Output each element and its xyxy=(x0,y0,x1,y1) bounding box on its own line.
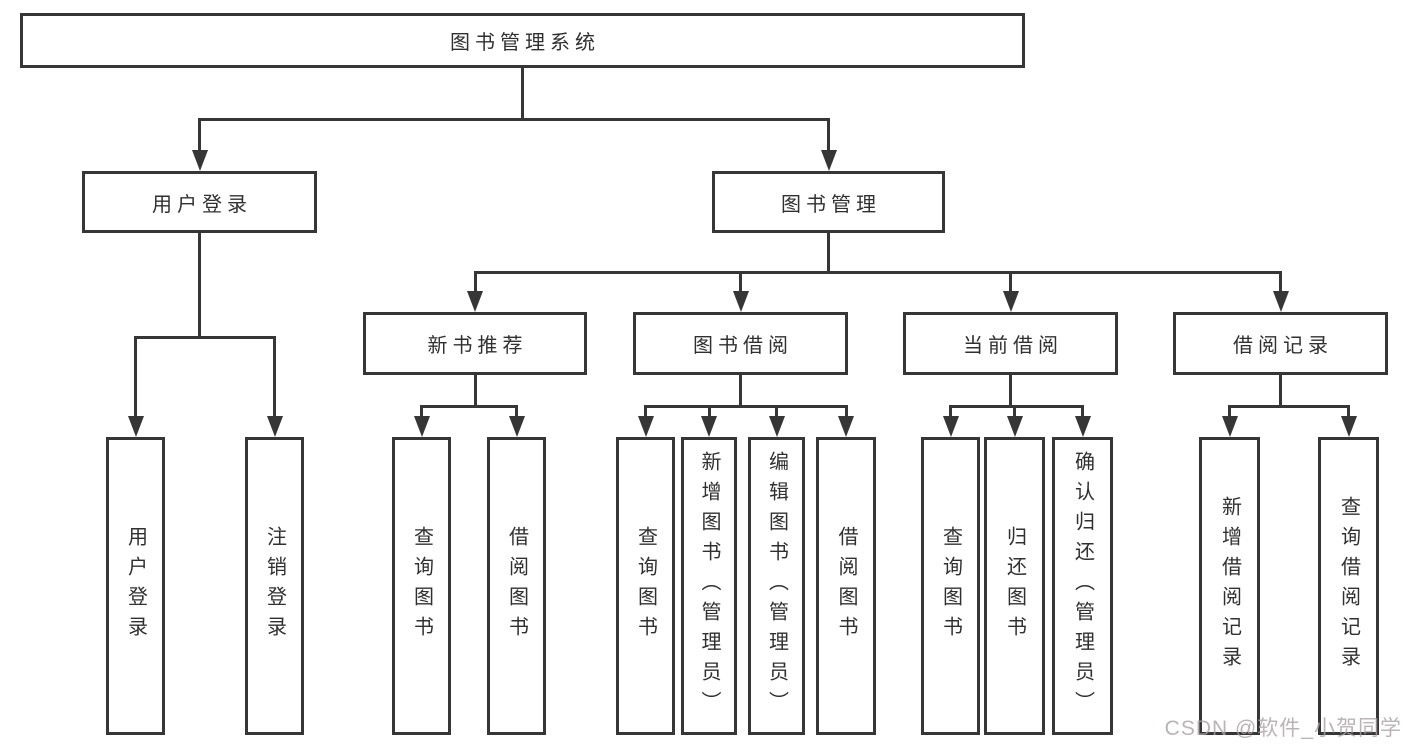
arrow-down-icon xyxy=(127,416,144,437)
node-label-borrow-add: 新增图书（管理员） xyxy=(698,451,720,721)
connector-line xyxy=(473,272,477,294)
node-label-record-query: 查询借阅记录 xyxy=(1337,496,1360,676)
connector-line xyxy=(949,404,1084,408)
arrow-down-icon xyxy=(820,150,837,171)
node-label-newbook: 新书推荐 xyxy=(427,335,528,357)
node-label-root: 图书管理系统 xyxy=(450,32,600,54)
node-box-record-add: 新增借阅记录 xyxy=(1199,437,1260,735)
node-label-current-confirm: 确认归还（管理员） xyxy=(1071,451,1094,721)
node-label-mgmt: 图书管理 xyxy=(781,193,881,216)
arrow-down-icon xyxy=(266,416,283,437)
connector-line xyxy=(1081,406,1084,419)
node-box-borrow-query: 查询图书 xyxy=(616,437,675,735)
node-box-record-query: 查询借阅记录 xyxy=(1318,437,1379,735)
node-label-current-query: 查询图书 xyxy=(939,526,962,646)
arrow-down-icon xyxy=(637,416,654,437)
node-box-root: 图书管理系统 xyxy=(20,13,1025,68)
node-box-current-confirm: 确认归还（管理员） xyxy=(1052,437,1113,735)
node-label-login-user: 用户登录 xyxy=(124,526,147,646)
connector-line xyxy=(644,404,848,408)
node-box-borrow-add: 新增图书（管理员） xyxy=(681,437,737,735)
node-label-borrow-edit: 编辑图书（管理员） xyxy=(765,451,788,721)
connector-line xyxy=(844,406,848,419)
connector-line xyxy=(273,337,276,419)
connector-line xyxy=(775,406,778,419)
node-label-current: 当前借阅 xyxy=(963,335,1063,357)
connector-line xyxy=(134,335,276,339)
node-label-borrow-query: 查询图书 xyxy=(634,526,657,646)
node-label-login-out: 注销登录 xyxy=(263,526,286,646)
node-box-current-return: 归还图书 xyxy=(984,437,1045,735)
arrow-down-icon xyxy=(413,416,430,437)
node-box-borrow: 图书借阅 xyxy=(633,312,848,375)
connector-line xyxy=(1347,406,1350,419)
connector-line xyxy=(1009,272,1012,294)
node-label-current-return: 归还图书 xyxy=(1003,526,1026,646)
connector-line xyxy=(198,233,201,339)
connector-line xyxy=(1013,406,1016,419)
node-label-record-add: 新增借阅记录 xyxy=(1218,496,1241,676)
connector-line xyxy=(473,375,477,408)
arrow-down-icon xyxy=(1221,416,1238,437)
node-box-newbook: 新书推荐 xyxy=(363,312,587,375)
arrow-down-icon xyxy=(1340,416,1357,437)
arrow-down-icon xyxy=(732,291,749,312)
connector-line xyxy=(1228,406,1231,419)
node-box-current-query: 查询图书 xyxy=(921,437,980,735)
node-label-login: 用户登录 xyxy=(152,193,252,216)
connector-line xyxy=(473,270,1282,274)
connector-line xyxy=(1279,375,1282,408)
node-box-newbook-query: 查询图书 xyxy=(392,437,451,735)
arrow-down-icon xyxy=(191,150,208,171)
connector-line xyxy=(827,119,830,153)
node-box-borrow-edit: 编辑图书（管理员） xyxy=(748,437,805,735)
connector-line xyxy=(515,406,518,419)
node-label-borrow: 图书借阅 xyxy=(693,335,793,357)
connector-line xyxy=(1228,404,1350,408)
node-box-current: 当前借阅 xyxy=(903,312,1118,375)
node-box-login: 用户登录 xyxy=(82,171,317,233)
node-label-newbook-borrow: 借阅图书 xyxy=(505,526,528,646)
connector-line xyxy=(949,406,952,419)
node-box-mgmt: 图书管理 xyxy=(712,171,945,233)
connector-line xyxy=(1279,272,1282,294)
node-box-record: 借阅记录 xyxy=(1173,312,1388,375)
arrow-down-icon xyxy=(1002,291,1019,312)
connector-line xyxy=(827,233,830,274)
connector-line xyxy=(644,406,647,419)
arrow-down-icon xyxy=(1074,416,1091,437)
node-label-newbook-query: 查询图书 xyxy=(410,526,433,646)
connector-line xyxy=(198,119,201,153)
arrow-down-icon xyxy=(1272,291,1289,312)
node-label-record: 借阅记录 xyxy=(1233,335,1333,357)
node-box-borrow-borrow: 借阅图书 xyxy=(816,437,876,735)
connector-line xyxy=(134,337,137,419)
arrow-down-icon xyxy=(508,416,525,437)
node-box-newbook-borrow: 借阅图书 xyxy=(487,437,546,735)
arrow-down-icon xyxy=(467,291,483,312)
arrow-down-icon xyxy=(838,416,854,437)
node-label-borrow-borrow: 借阅图书 xyxy=(835,526,857,646)
connector-line xyxy=(739,272,742,294)
arrow-down-icon xyxy=(768,416,785,437)
node-box-login-out: 注销登录 xyxy=(245,437,304,735)
connector-line xyxy=(521,68,524,120)
connector-line xyxy=(198,117,830,121)
arrow-down-icon xyxy=(1006,416,1023,437)
connector-line xyxy=(420,404,518,408)
node-box-login-user: 用户登录 xyxy=(106,437,165,735)
csdn-watermark: CSDN @软件_小贺同学 xyxy=(1164,717,1402,740)
arrow-down-icon xyxy=(701,416,717,437)
connector-line xyxy=(707,406,711,419)
connector-line xyxy=(739,375,742,408)
arrow-down-icon xyxy=(942,416,959,437)
connector-line xyxy=(1009,375,1012,408)
connector-line xyxy=(420,406,423,419)
